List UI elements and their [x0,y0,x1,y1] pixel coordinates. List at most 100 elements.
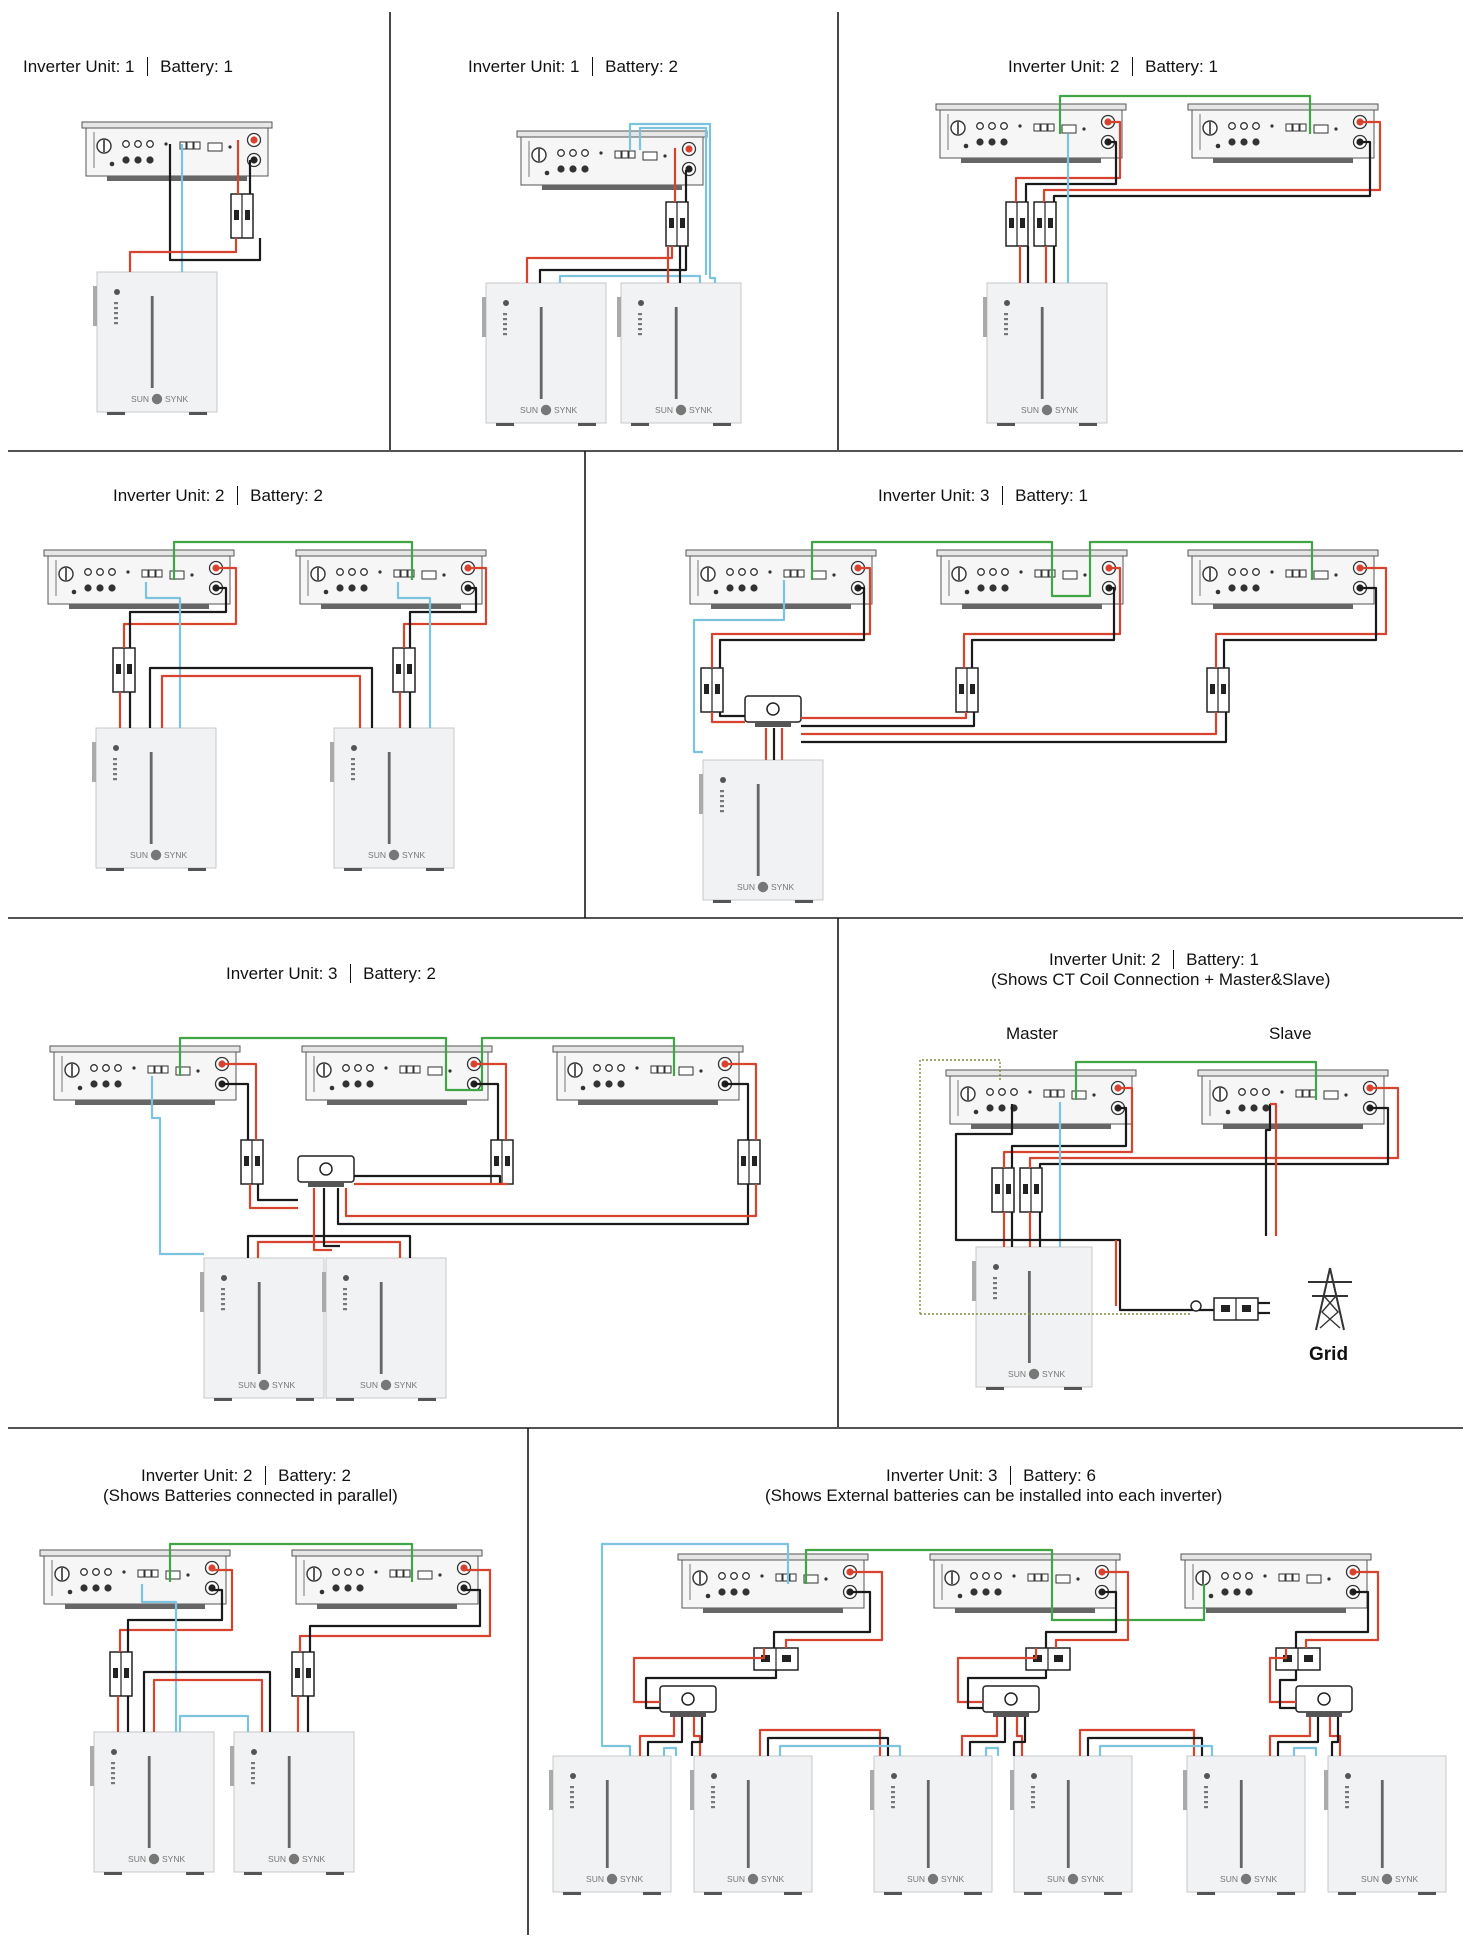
power-button [1031,1773,1037,1779]
led [1004,328,1008,331]
rj45-port [1034,1573,1042,1582]
cable [1214,566,1388,668]
display [417,1570,433,1580]
dc-breaker [1033,201,1057,247]
busbar-box [744,695,802,727]
battery-body [333,727,455,869]
battery-foot [986,1387,1004,1390]
dc-breaker [665,201,689,247]
cable [1054,1570,1130,1648]
port [1240,122,1248,130]
breaker-toggle [295,1668,300,1678]
breaker-toggle [255,1156,260,1166]
battery-foot [496,423,514,426]
ct-coil-icon [1190,1300,1202,1312]
cable [322,1188,340,1248]
rj45-port [403,1569,411,1578]
separator [1001,486,1004,505]
port [122,156,130,164]
battery-count: 2 [313,486,323,505]
dc-breaker [1206,667,1230,713]
brand-text: SUN [238,1380,256,1390]
separator [236,486,239,505]
cable [718,712,745,718]
brand-text: SYNK [1055,405,1078,415]
cable [222,1082,250,1140]
power-button [1345,1773,1351,1779]
led [1204,1801,1208,1804]
cable [1328,1717,1342,1756]
port [970,1588,978,1596]
dot [323,589,329,595]
busbar-box [297,1155,355,1187]
brand-logo [540,404,552,416]
cable [150,1076,204,1256]
led [711,1786,715,1789]
inverter-body [556,1051,740,1101]
cable [1015,1717,1024,1756]
battery-handle [322,1272,326,1312]
power-button [503,300,509,306]
led [111,1782,115,1785]
breaker-toggle [1009,218,1014,228]
dot [705,1593,711,1599]
power-button [1204,1773,1210,1779]
dot [122,1570,126,1574]
led [503,313,507,316]
port [96,568,104,576]
cable [966,1670,1048,1710]
battery-foot [784,1892,802,1895]
cable [1292,1746,1318,1756]
led [1031,1806,1035,1809]
port [134,156,142,164]
port [1000,138,1008,146]
dot [164,142,168,146]
dc-breaker [490,1139,514,1185]
busbar-gland [308,1182,344,1187]
port [1238,1104,1246,1112]
port [557,149,565,157]
brand-text: SYNK [554,405,577,415]
inverter-body [85,127,269,177]
led [503,333,507,336]
breaker-toggle [680,218,685,228]
battery-handle [230,1746,234,1786]
cable [344,1184,758,1218]
rj45-port [1034,569,1042,578]
dot [768,570,772,574]
battery-foot [188,868,206,871]
busbar-logo [766,702,780,716]
display [811,570,827,580]
rj45-port [628,150,636,159]
separator [349,964,352,983]
dot [1225,1109,1231,1115]
cable [1278,1670,1298,1710]
port [146,156,154,164]
inverter-top [929,1553,1121,1561]
battery-foot [418,1398,436,1401]
led [891,1801,895,1804]
display [642,151,658,161]
battery-body [325,1257,447,1399]
cable [178,1036,676,1092]
led [113,773,117,776]
dot [713,589,719,595]
port [360,568,368,576]
port [108,568,116,576]
battery-handle [90,1746,94,1786]
battery-handle [1183,1770,1187,1810]
inverter-base [1213,158,1353,163]
cable [1058,94,1312,134]
led [1204,1786,1208,1789]
battery-body [96,271,218,413]
led [114,307,118,310]
battery-foot [244,1872,262,1875]
rj45-port [1057,1089,1065,1098]
port [92,1584,100,1592]
slave-label: Slave [1269,1024,1312,1043]
cable [128,238,238,272]
led [111,1767,115,1770]
cable [710,566,872,668]
cable [632,1648,766,1704]
